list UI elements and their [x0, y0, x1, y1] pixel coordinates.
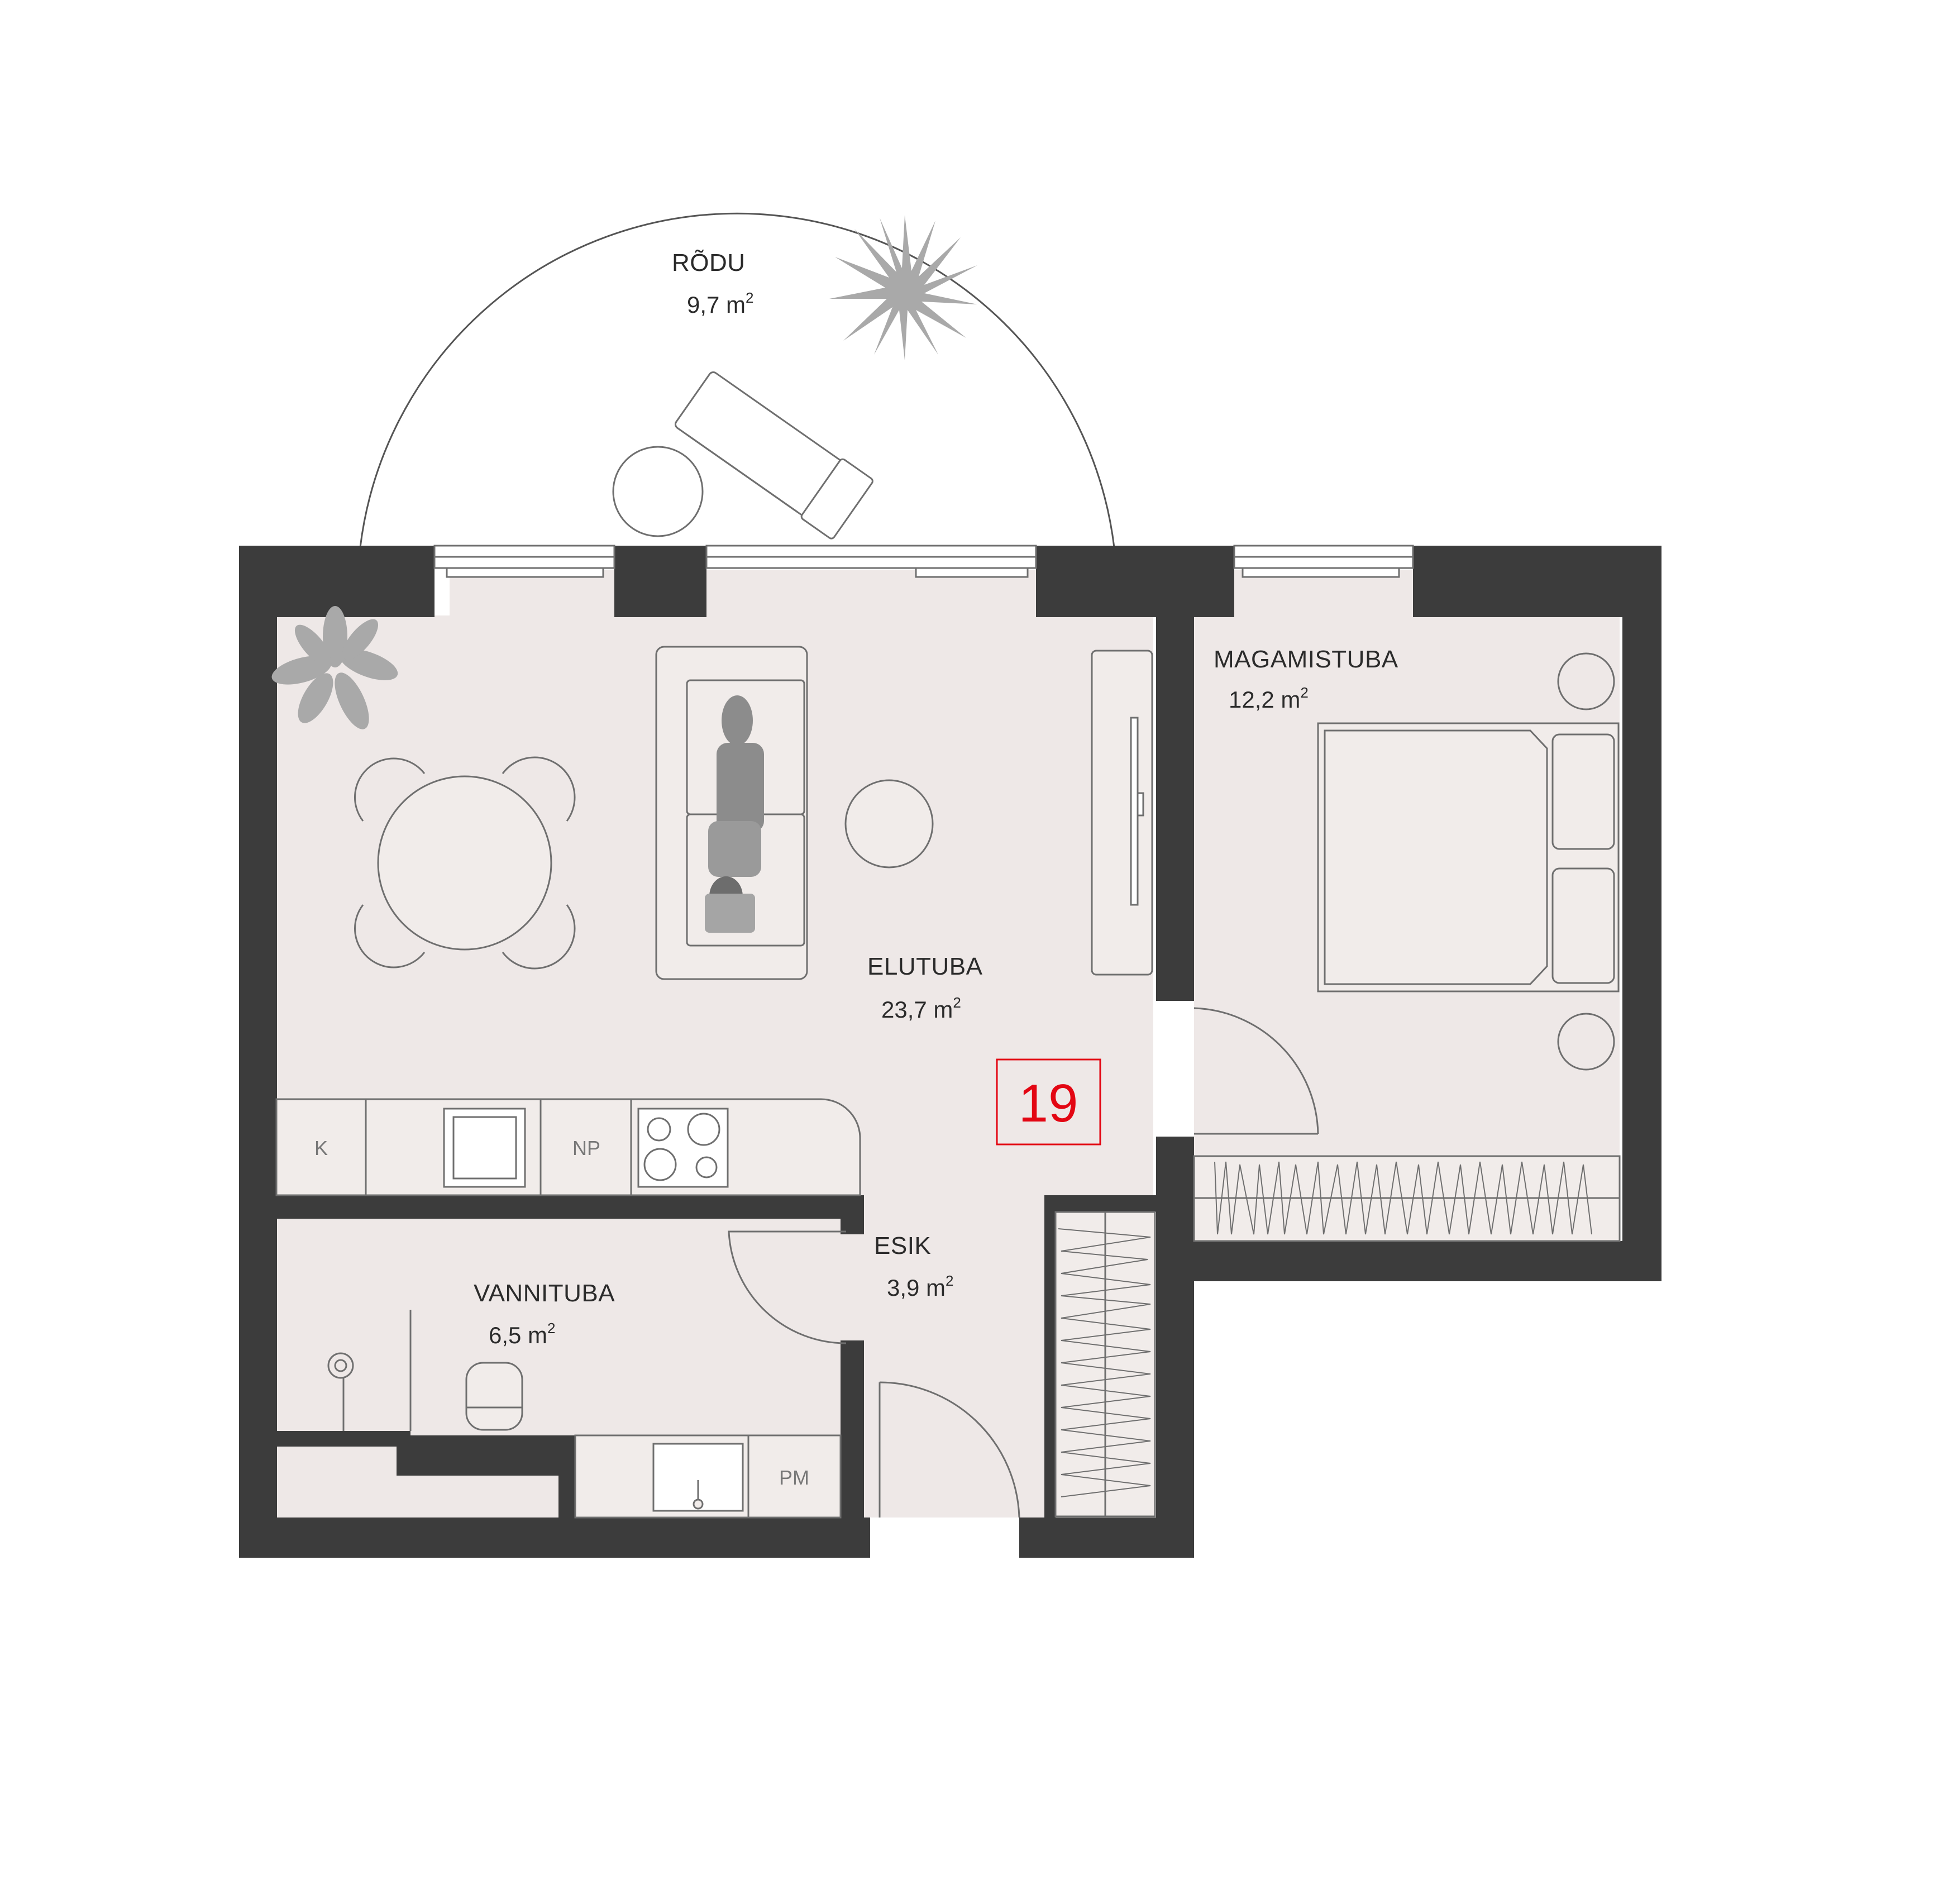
- door-icon: [728, 1007, 1319, 1518]
- balcony-table-icon: [612, 446, 704, 537]
- coffee-table-icon: [844, 779, 934, 869]
- toilet-icon: [465, 1362, 523, 1431]
- plant-icon: [271, 606, 398, 729]
- room-area: 6,5 m2: [489, 1320, 556, 1348]
- area-unit-sup: 2: [946, 1272, 953, 1289]
- wall-left: [239, 546, 277, 1558]
- wall-top-right: [1413, 546, 1661, 617]
- area-value: 6,5 m: [489, 1322, 547, 1348]
- room-name: RÕDU: [672, 249, 746, 276]
- room-name: ESIK: [874, 1232, 931, 1259]
- area-value: 23,7 m: [881, 996, 953, 1023]
- room-area: 23,7 m2: [881, 994, 961, 1023]
- room-label-living: ELUTUBA 23,7 m2: [867, 953, 983, 1023]
- room-label-bathroom: VANNITUBA 6,5 m2: [474, 1280, 615, 1348]
- room-label-hall: ESIK 3,9 m2: [874, 1232, 954, 1301]
- room-area: 9,7 m2: [687, 289, 754, 318]
- area-unit-sup: 2: [1300, 684, 1308, 701]
- plant-icon: [829, 215, 977, 360]
- wall-bottom-right: [1019, 1518, 1194, 1558]
- wall-top-pier: [614, 546, 706, 617]
- unit-number: 19: [1019, 1073, 1078, 1133]
- shower-icon: [327, 1310, 412, 1431]
- area-value: 9,7 m: [687, 292, 746, 318]
- wall-bath-step-c: [558, 1435, 575, 1519]
- wall-bottom-left: [239, 1518, 870, 1558]
- wall-kitchen-bath: [276, 1195, 863, 1219]
- room-name: ELUTUBA: [867, 953, 983, 980]
- wall-bath-step: [276, 1431, 410, 1447]
- person-icon: [705, 695, 764, 933]
- windows: [433, 545, 1414, 578]
- area-value: 12,2 m: [1229, 686, 1300, 713]
- room-name: VANNITUBA: [474, 1280, 615, 1307]
- wall-bath-hall: [841, 1340, 864, 1519]
- oven-icon: [443, 1108, 526, 1188]
- wall-bath-step-b: [397, 1435, 575, 1476]
- room-label-bedroom: MAGAMISTUBA 12,2 m2: [1214, 646, 1398, 713]
- wall-bath-hall-top: [841, 1195, 864, 1234]
- tv-icon: [1091, 650, 1153, 976]
- kitchen-counter: [275, 1098, 861, 1196]
- washing-machine-label: PM: [779, 1466, 809, 1489]
- dishwasher-label: NP: [572, 1137, 600, 1159]
- balcony-outline: [359, 212, 1115, 548]
- stove-icon: [637, 1108, 729, 1188]
- wardrobe-icon: [1054, 1211, 1156, 1518]
- wall-partition-lower: [1156, 1137, 1194, 1558]
- wall-partition-upper: [1156, 615, 1194, 1001]
- room-label-balcony: RÕDU 9,7 m2: [672, 249, 754, 318]
- area-unit-sup: 2: [746, 289, 753, 306]
- unit-number-frame: [996, 1058, 1101, 1146]
- area-unit-sup: 2: [547, 1320, 555, 1337]
- bed-icon: [1317, 652, 1620, 1071]
- room-name: MAGAMISTUBA: [1214, 646, 1398, 673]
- area-unit-sup: 2: [953, 994, 961, 1011]
- dining-table-icon: [354, 756, 576, 970]
- area-value: 3,9 m: [887, 1275, 946, 1301]
- room-area: 12,2 m2: [1229, 684, 1309, 713]
- sun-lounger-icon: [674, 371, 873, 540]
- fridge-label: K: [314, 1137, 328, 1159]
- wall-wardrobe-left: [1044, 1195, 1056, 1519]
- room-area: 3,9 m2: [887, 1272, 954, 1301]
- wall-right: [1622, 546, 1661, 1281]
- walls: [239, 546, 1661, 1558]
- wardrobe-icon: [1193, 1155, 1621, 1242]
- wall-bedroom-bottom: [1194, 1241, 1661, 1281]
- wall-top-center: [1036, 546, 1234, 617]
- bath-counter: [574, 1434, 842, 1519]
- wall-wardrobe-top: [1044, 1195, 1156, 1212]
